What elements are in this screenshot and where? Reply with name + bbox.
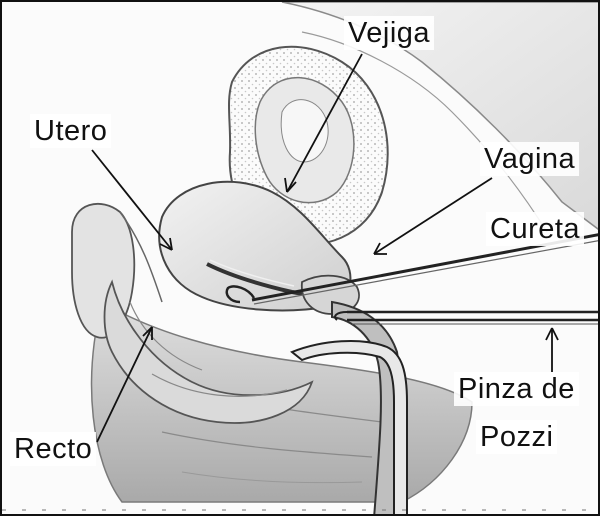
label-pinza-line1: Pinza de	[454, 372, 579, 406]
label-cureta: Cureta	[486, 212, 584, 246]
label-vagina: Vagina	[480, 142, 579, 176]
label-recto: Recto	[10, 432, 96, 466]
label-utero: Utero	[30, 114, 111, 148]
pointer-vagina	[374, 178, 492, 254]
label-pinza-line2: Pozzi	[476, 420, 557, 454]
label-vejiga: Vejiga	[344, 16, 434, 50]
